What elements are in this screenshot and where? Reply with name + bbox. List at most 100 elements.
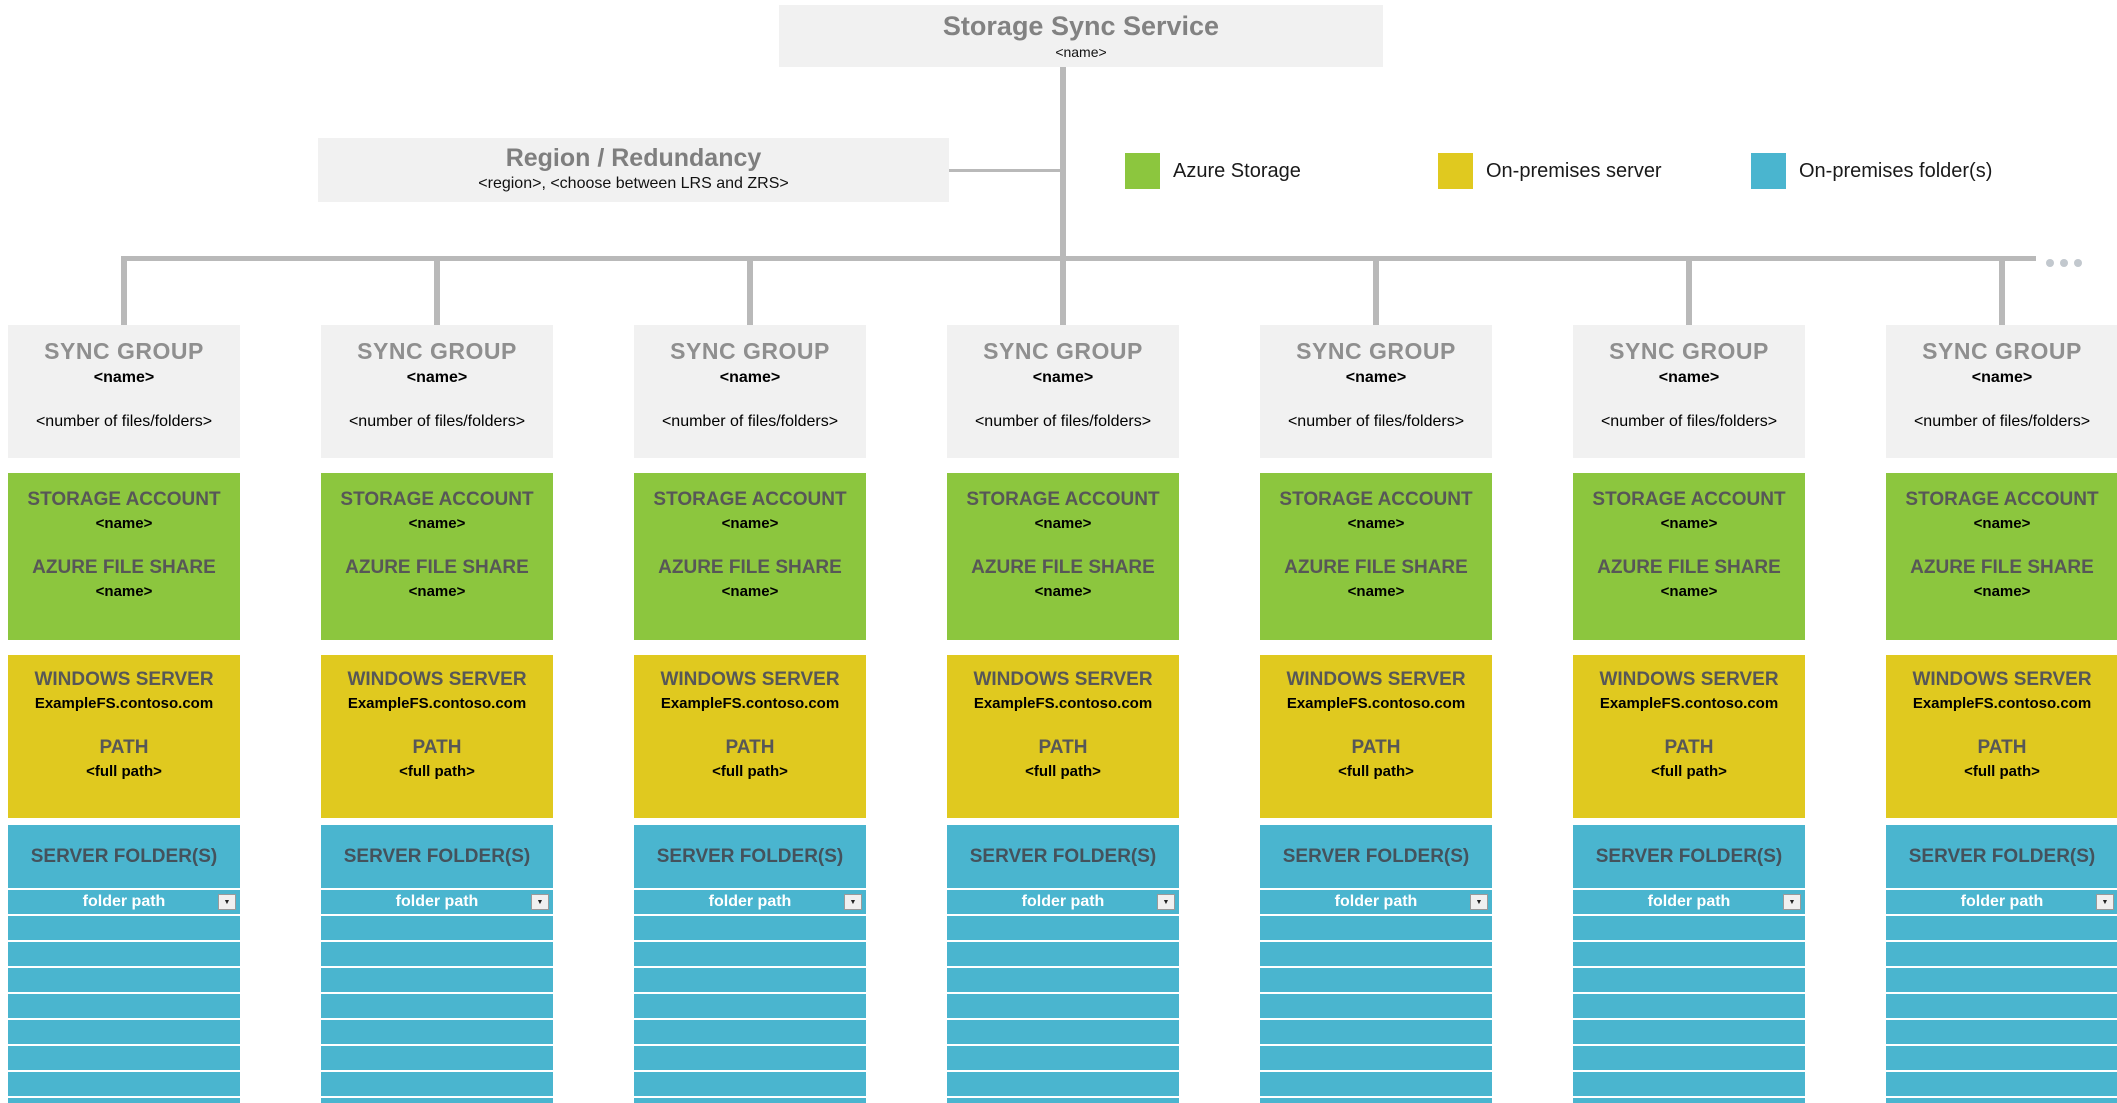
empty-folder-row <box>634 1096 866 1103</box>
sync-group-column: SYNC GROUP <name> <number of files/folde… <box>1573 256 1805 1103</box>
ellipsis-dot <box>2046 259 2054 267</box>
empty-folder-row <box>1573 1018 1805 1044</box>
azure-file-share-name-placeholder: <name> <box>1660 583 1718 600</box>
server-folders-box: SERVER FOLDER(S) folder path ▼ <box>1573 825 1805 1103</box>
folder-path-dropdown-button[interactable]: ▼ <box>218 894 236 910</box>
folder-path-row: folder path ▼ <box>634 888 866 914</box>
region-placeholder: <region>, <choose between LRS and ZRS> <box>478 174 789 192</box>
sync-group-name-placeholder: <name> <box>1658 369 1720 386</box>
folder-path-dropdown-button[interactable]: ▼ <box>2096 894 2114 910</box>
empty-folder-row <box>321 940 553 966</box>
windows-server-name: ExampleFS.contoso.com <box>973 695 1153 712</box>
storage-account-name-placeholder: <name> <box>408 515 466 532</box>
sync-group-name-placeholder: <name> <box>1032 369 1094 386</box>
connector-trunk-vertical <box>1060 67 1066 258</box>
empty-folder-row <box>8 992 240 1018</box>
sync-group-box: SYNC GROUP <name> <number of files/folde… <box>8 256 240 458</box>
windows-server-label: WINDOWS SERVER <box>347 669 527 690</box>
folder-rows-table: folder path ▼ <box>634 888 866 1103</box>
empty-folder-row <box>1573 1096 1805 1103</box>
folder-rows-table: folder path ▼ <box>947 888 1179 1103</box>
sync-group-files-placeholder: <number of files/folders> <box>1600 413 1778 430</box>
empty-folder-row <box>1260 1044 1492 1070</box>
server-folders-box: SERVER FOLDER(S) folder path ▼ <box>634 825 866 1103</box>
empty-folder-row <box>1886 966 2117 992</box>
sync-group-title: SYNC GROUP <box>1609 338 1769 364</box>
empty-folder-row <box>1573 914 1805 940</box>
path-label: PATH <box>1038 737 1088 758</box>
sync-group-box: SYNC GROUP <name> <number of files/folde… <box>1260 256 1492 458</box>
azure-file-share-label: AZURE FILE SHARE <box>658 557 842 578</box>
dropdown-arrow-icon: ▼ <box>1475 898 1483 906</box>
azure-storage-box: STORAGE ACCOUNT <name> AZURE FILE SHARE … <box>321 473 553 640</box>
sync-group-column: SYNC GROUP <name> <number of files/folde… <box>947 256 1179 1103</box>
sync-group-title: SYNC GROUP <box>1922 338 2082 364</box>
windows-server-name: ExampleFS.contoso.com <box>1599 695 1779 712</box>
sync-group-title: SYNC GROUP <box>357 338 517 364</box>
azure-file-share-name-placeholder: <name> <box>1347 583 1405 600</box>
empty-folder-row <box>1260 940 1492 966</box>
path-label: PATH <box>1351 737 1401 758</box>
storage-account-name-placeholder: <name> <box>1973 515 2031 532</box>
empty-folder-row <box>321 1018 553 1044</box>
empty-folder-row <box>8 1096 240 1103</box>
legend-color-swatch <box>1751 153 1786 189</box>
folder-path-value: folder path <box>1960 893 2044 910</box>
empty-folder-row <box>321 914 553 940</box>
empty-folder-row <box>321 992 553 1018</box>
folder-path-dropdown-button[interactable]: ▼ <box>844 894 862 910</box>
sync-group-files-placeholder: <number of files/folders> <box>1913 413 2091 430</box>
folder-path-value: folder path <box>1021 893 1105 910</box>
empty-folder-row <box>947 940 1179 966</box>
folder-path-dropdown-button[interactable]: ▼ <box>1470 894 1488 910</box>
empty-folder-row <box>634 940 866 966</box>
path-value-placeholder: <full path> <box>1338 763 1414 780</box>
empty-folder-row <box>1260 1096 1492 1103</box>
empty-folder-row <box>1573 940 1805 966</box>
windows-server-box: WINDOWS SERVER ExampleFS.contoso.com PAT… <box>321 655 553 818</box>
sync-group-files-placeholder: <number of files/folders> <box>35 413 213 430</box>
azure-storage-box: STORAGE ACCOUNT <name> AZURE FILE SHARE … <box>1260 473 1492 640</box>
empty-folder-row <box>8 1018 240 1044</box>
empty-folder-row <box>634 1018 866 1044</box>
sync-group-name-placeholder: <name> <box>1971 369 2033 386</box>
empty-folder-row <box>321 1096 553 1103</box>
azure-file-share-name-placeholder: <name> <box>721 583 779 600</box>
empty-folder-row <box>947 992 1179 1018</box>
dropdown-arrow-icon: ▼ <box>1788 898 1796 906</box>
windows-server-box: WINDOWS SERVER ExampleFS.contoso.com PAT… <box>947 655 1179 818</box>
storage-sync-service-box: Storage Sync Service <name> <box>779 5 1383 67</box>
folder-path-row: folder path ▼ <box>1886 888 2117 914</box>
path-value-placeholder: <full path> <box>86 763 162 780</box>
dropdown-arrow-icon: ▼ <box>536 898 544 906</box>
folder-path-dropdown-button[interactable]: ▼ <box>531 894 549 910</box>
empty-folder-row <box>1886 992 2117 1018</box>
region-title: Region / Redundancy <box>505 144 762 172</box>
azure-file-share-label: AZURE FILE SHARE <box>1597 557 1781 578</box>
ellipsis-dot <box>2060 259 2068 267</box>
storage-account-label: STORAGE ACCOUNT <box>653 489 847 510</box>
empty-folder-row <box>1260 1070 1492 1096</box>
path-label: PATH <box>1664 737 1714 758</box>
sync-group-files-placeholder: <number of files/folders> <box>974 413 1152 430</box>
sync-group-column: SYNC GROUP <name> <number of files/folde… <box>634 256 866 1103</box>
empty-folder-row <box>1886 1018 2117 1044</box>
azure-file-share-label: AZURE FILE SHARE <box>1910 557 2094 578</box>
folder-path-dropdown-button[interactable]: ▼ <box>1157 894 1175 910</box>
legend-item: Azure Storage <box>1125 153 1301 189</box>
empty-folder-row <box>1886 1096 2117 1103</box>
empty-folder-row <box>1260 914 1492 940</box>
storage-account-label: STORAGE ACCOUNT <box>966 489 1160 510</box>
folder-path-dropdown-button[interactable]: ▼ <box>1783 894 1801 910</box>
folder-path-value: folder path <box>708 893 792 910</box>
legend-label: On-premises folder(s) <box>1799 159 1993 182</box>
azure-file-share-name-placeholder: <name> <box>95 583 153 600</box>
folder-path-value: folder path <box>1647 893 1731 910</box>
windows-server-name: ExampleFS.contoso.com <box>347 695 527 712</box>
legend-color-swatch <box>1438 153 1473 189</box>
legend-label: On-premises server <box>1486 159 1662 182</box>
azure-file-share-label: AZURE FILE SHARE <box>1284 557 1468 578</box>
empty-folder-row <box>8 1044 240 1070</box>
empty-folder-row <box>1260 966 1492 992</box>
